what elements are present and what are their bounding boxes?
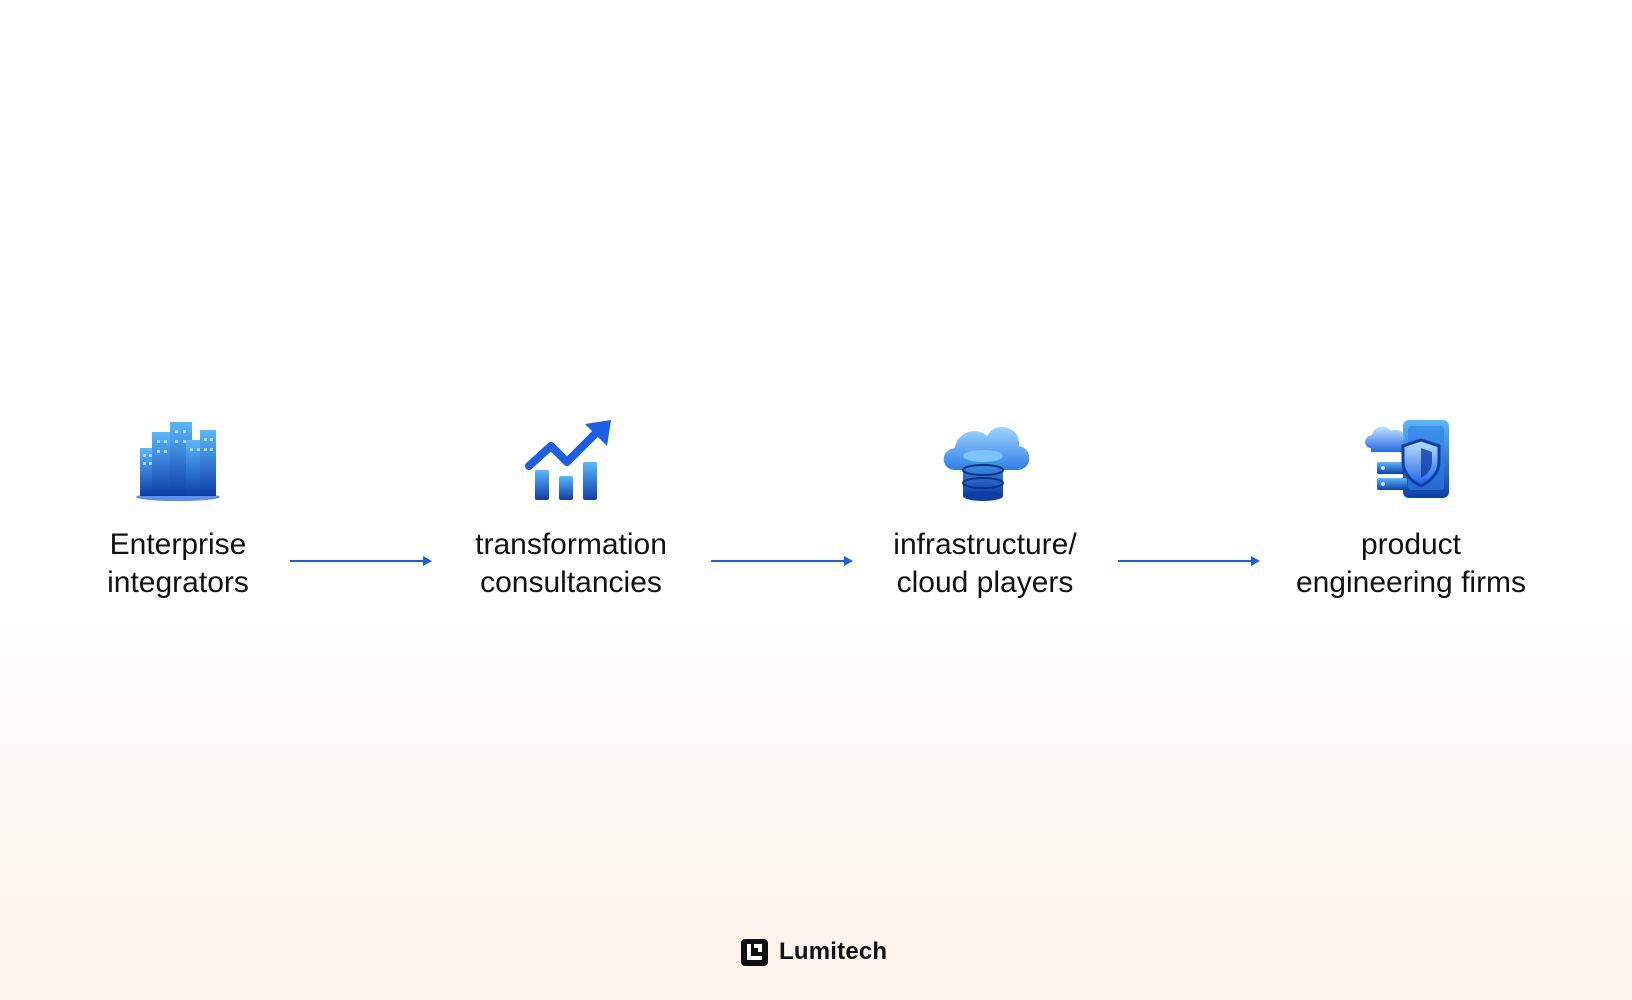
node-label-line2: integrators [107, 566, 249, 599]
brand-logo: Lumitech [741, 938, 887, 966]
node-label-line1: Enterprise [109, 528, 247, 561]
node-label: product engineering firms [1241, 526, 1581, 602]
device-shield-icon [1365, 420, 1449, 498]
node-label-line2: engineering firms [1295, 566, 1527, 599]
node-label-line2: cloud players [896, 566, 1074, 599]
growth-chart-icon [525, 420, 611, 500]
node-label-line1: infrastructure/ [893, 528, 1077, 561]
flow-arrow-1 [290, 556, 432, 566]
node-label: Enterprise integrators [8, 526, 348, 602]
buildings-icon [136, 422, 220, 501]
lumitech-logo-icon [741, 938, 768, 966]
flow-arrow-3 [1118, 556, 1260, 566]
node-label: transformation consultancies [401, 526, 741, 602]
brand-name: Lumitech [779, 938, 888, 965]
node-label-line2: consultancies [480, 566, 662, 599]
node-label-line1: product [1360, 528, 1462, 561]
cloud-database-icon [943, 426, 1030, 501]
flow-arrow-2 [711, 556, 853, 566]
node-label-line1: transformation [475, 528, 667, 561]
node-label: infrastructure/ cloud players [815, 526, 1155, 602]
